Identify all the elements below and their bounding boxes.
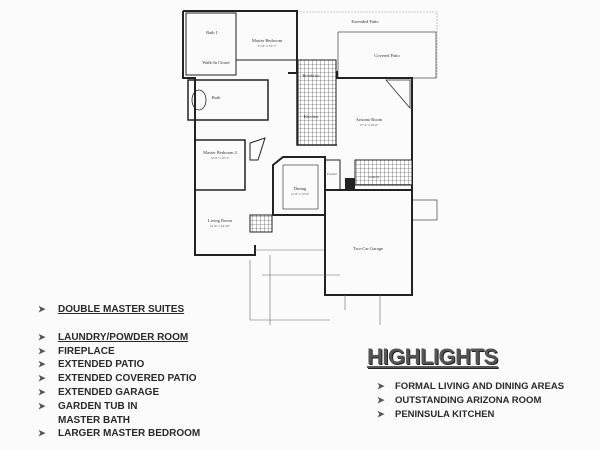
room-dim-dining: 11'-6" x 12'-6" xyxy=(291,192,310,196)
room-dim-arizona-room: 17'-2" x 19'-0" xyxy=(360,123,379,127)
room-label-breakfast: Breakfast xyxy=(302,73,320,78)
feature-text: LAUNDRY/POWDER ROOM xyxy=(58,331,189,343)
highlights-title: HIGHLIGHTS xyxy=(367,344,498,369)
highlights-list: ➤ FORMAL LIVING AND DINING AREAS ➤ OUTSTAN… xyxy=(377,380,564,421)
arrowhead-bullet-icon: ➤ xyxy=(38,359,46,370)
highlight-item: ➤ OUTSTANDING ARIZONA ROOM xyxy=(377,394,564,408)
room-label-bath1: Bath 1 xyxy=(206,30,218,35)
feature-item: ➤ EXTENDED COVERED PATIO xyxy=(38,372,200,386)
arizona-room-fireplace xyxy=(385,79,411,110)
room-label-bath: Bath xyxy=(212,95,221,100)
room-label-garage: Two-Car Garage xyxy=(353,246,383,251)
feature-text: EXTENDED COVERED PATIO xyxy=(58,373,197,385)
feature-item: ➤ GARDEN TUB IN xyxy=(38,400,200,414)
feature-list: ➤ DOUBLE MASTER SUITES ➤ LAUNDRY/POWDER RO… xyxy=(38,303,200,441)
arrowhead-bullet-icon: ➤ xyxy=(38,400,46,411)
feature-text: EXTENDED GARAGE xyxy=(58,386,160,398)
room-label-kitchen: Kitchen xyxy=(304,114,319,119)
feature-item: ➤ DOUBLE MASTER SUITES xyxy=(38,303,200,317)
room-dim-living-room: 12'-6" x 14'-10" xyxy=(210,224,231,228)
arrowhead-bullet-icon: ➤ xyxy=(38,345,46,356)
arrowhead-bullet-icon: ➤ xyxy=(38,331,46,342)
feature-item: ➤ LARGER MASTER BEDROOM xyxy=(38,427,200,441)
room-label-laundry: Laundry xyxy=(369,175,380,179)
room-label-dining: Dining xyxy=(294,186,307,191)
room-label-master-bedroom-2: Master Bedroom 2 xyxy=(203,150,237,155)
room-label-arizona-room: Arizona Room xyxy=(356,117,383,122)
room-label-master-bedroom: Master Bedroom xyxy=(252,38,283,43)
arrowhead-bullet-icon: ➤ xyxy=(38,428,46,439)
arrowhead-bullet-icon: ➤ xyxy=(377,408,385,419)
arrowhead-bullet-icon: ➤ xyxy=(38,373,46,384)
feature-text: FIREPLACE xyxy=(58,345,115,357)
feature-text: GARDEN TUB IN xyxy=(58,400,138,412)
feature-text: EXTENDED PATIO xyxy=(58,359,145,371)
arrowhead-bullet-icon: ➤ xyxy=(377,394,385,405)
highlight-text: OUTSTANDING ARIZONA ROOM xyxy=(395,394,542,406)
highlight-text: FORMAL LIVING AND DINING AREAS xyxy=(395,381,565,392)
feature-item: ➤ FIREPLACE xyxy=(38,345,200,359)
feature-item-continuation: MASTER BATH xyxy=(38,414,200,428)
feature-text: LARGER MASTER BEDROOM xyxy=(58,428,201,440)
extended-patio-outline xyxy=(297,11,438,78)
room-label-powder: Powder xyxy=(327,172,338,176)
highlight-item: ➤ PENINSULA KITCHEN xyxy=(377,408,564,422)
feature-text: DOUBLE MASTER SUITES xyxy=(58,304,185,315)
feature-item: ➤ EXTENDED PATIO xyxy=(38,358,200,372)
room-dim-master-bedroom: 17'-6" x 13'-7" xyxy=(258,44,277,48)
feature-text: MASTER BATH xyxy=(58,414,131,426)
kitchen-tile-floor xyxy=(297,59,337,146)
feature-item: ➤ EXTENDED GARAGE xyxy=(38,386,200,400)
room-label-living-room: Living Room xyxy=(208,218,233,223)
highlight-item: ➤ FORMAL LIVING AND DINING AREAS xyxy=(377,380,564,394)
feature-item: ➤ LAUNDRY/POWDER ROOM xyxy=(38,331,200,345)
room-label-covered-patio: Covered Patio xyxy=(374,53,400,58)
arrowhead-bullet-icon: ➤ xyxy=(38,304,46,314)
arrowhead-bullet-icon: ➤ xyxy=(377,381,385,391)
highlight-text: PENINSULA KITCHEN xyxy=(395,408,495,420)
room-dim-master-bedroom-2: 12'-6" x 10'-1" xyxy=(211,156,230,160)
room-label-walk-in-closet: Walk-In Closet xyxy=(202,60,230,65)
arrowhead-bullet-icon: ➤ xyxy=(38,386,46,397)
room-label-extended-patio: Extended Patio xyxy=(351,19,379,24)
